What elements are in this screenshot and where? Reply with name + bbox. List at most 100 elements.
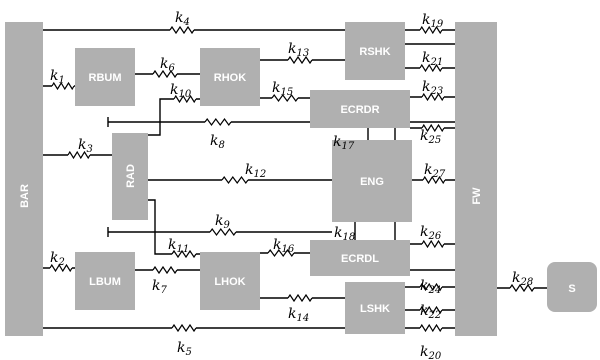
block-rad: RAD — [112, 133, 148, 220]
spring-zigzag — [509, 283, 535, 293]
spring-zigzag — [422, 175, 446, 185]
spring-zigzag — [271, 93, 299, 103]
spring-k16 — [267, 248, 295, 258]
block-label: S — [568, 283, 575, 295]
spring-labels: k1k2k3k4k5k6k7k8k9k10k11k12k13k14k15k16k… — [50, 10, 533, 360]
spring-label-k11: k11 — [168, 237, 189, 255]
spring-k24 — [419, 282, 443, 292]
spring-zigzag — [173, 94, 197, 104]
spring-k4 — [169, 25, 195, 35]
spring-label-k12: k12 — [245, 162, 266, 180]
spring-label-k26: k26 — [420, 224, 442, 242]
spring-k13 — [287, 55, 313, 65]
spring-zigzag — [419, 282, 443, 292]
spring-label-k13: k13 — [288, 41, 309, 59]
block-eng: ENG — [332, 140, 412, 222]
spring-k22 — [419, 305, 443, 315]
spring-label-k25: k25 — [420, 128, 441, 146]
spring-zigzag — [419, 305, 443, 315]
spring-label-k27: k27 — [424, 162, 446, 180]
spring-k8 — [204, 117, 232, 127]
spring-label-k15: k15 — [272, 80, 293, 98]
spring-k19 — [419, 25, 443, 35]
spring-k12 — [221, 175, 249, 185]
spring-label-k23: k23 — [422, 79, 443, 97]
spring-zigzag — [421, 92, 445, 102]
block-rhok: RHOK — [200, 48, 260, 106]
spring-zigzag — [49, 263, 73, 273]
spring-k14 — [287, 293, 313, 303]
block-label: ECRDR — [340, 104, 379, 116]
spring-k26 — [421, 239, 445, 249]
spring-label-k16: k16 — [273, 237, 295, 255]
spring-label-k8: k8 — [210, 133, 225, 151]
spring-label-k19: k19 — [422, 12, 444, 30]
spring-label-k14: k14 — [288, 306, 309, 324]
spring-label-k7: k7 — [152, 278, 167, 296]
spring-k20 — [419, 323, 443, 333]
block-label: RBUM — [89, 72, 122, 84]
spring-k9 — [209, 227, 237, 237]
spring-zigzag — [67, 150, 91, 160]
spring-label-k22: k22 — [420, 303, 441, 321]
spring-k1 — [51, 81, 75, 91]
spring-zigzag — [171, 249, 197, 259]
spring-k25 — [421, 123, 445, 133]
block-label: BAR — [19, 184, 31, 208]
spring-k15 — [271, 93, 299, 103]
block-s: S — [547, 262, 597, 312]
spring-zigzag — [204, 117, 232, 127]
block-label: ECRDL — [341, 253, 379, 265]
spring-k10 — [173, 94, 197, 104]
spring-zigzag — [171, 323, 197, 333]
spring-k11 — [171, 249, 197, 259]
spring-zigzag — [169, 25, 195, 35]
spring-zigzag — [421, 239, 445, 249]
spring-label-k2: k2 — [50, 250, 65, 268]
spring-label-k28: k28 — [512, 270, 533, 288]
spring-zigzag — [152, 265, 178, 275]
block-label: LHOK — [214, 276, 245, 288]
spring-k6 — [152, 69, 178, 79]
spring-label-k20: k20 — [420, 344, 442, 360]
spring-label-k5: k5 — [177, 340, 192, 358]
spring-zigzag — [421, 123, 445, 133]
block-bar: BAR — [5, 22, 43, 336]
spring-zigzag — [221, 175, 249, 185]
spring-label-k24: k24 — [420, 278, 441, 296]
spring-label-k17: k17 — [333, 134, 355, 152]
spring-label-k6: k6 — [160, 56, 175, 74]
spring-k27 — [422, 175, 446, 185]
spring-zigzag — [51, 81, 75, 91]
block-rbum: RBUM — [75, 48, 135, 106]
spring-k2 — [49, 263, 73, 273]
spring-zigzag — [287, 55, 313, 65]
springs — [49, 25, 535, 333]
spring-k28 — [509, 283, 535, 293]
spring-label-k4: k4 — [175, 10, 190, 28]
block-fw: FW — [455, 22, 497, 336]
spring-label-k18: k18 — [334, 225, 355, 243]
block-ecrdl: ECRDL — [310, 240, 410, 276]
spring-zigzag — [419, 25, 443, 35]
spring-label-k1: k1 — [50, 68, 65, 86]
spring-zigzag — [419, 63, 443, 73]
spring-zigzag — [267, 248, 295, 258]
spring-zigzag — [287, 293, 313, 303]
block-label: RAD — [125, 164, 137, 188]
spring-k21 — [419, 63, 443, 73]
block-rshk: RSHK — [345, 22, 405, 80]
block-ecrdr: ECRDR — [310, 90, 410, 128]
block-lbum: LBUM — [75, 252, 135, 310]
spring-label-k21: k21 — [422, 50, 443, 68]
spring-zigzag — [152, 69, 178, 79]
spring-k3 — [67, 150, 91, 160]
spring-k7 — [152, 265, 178, 275]
spring-k23 — [421, 92, 445, 102]
spring-k5 — [171, 323, 197, 333]
block-label: ENG — [360, 176, 384, 188]
block-lhok: LHOK — [200, 252, 260, 310]
spring-label-k3: k3 — [78, 137, 93, 155]
block-label: RSHK — [359, 46, 390, 58]
spring-label-k10: k10 — [170, 82, 192, 100]
